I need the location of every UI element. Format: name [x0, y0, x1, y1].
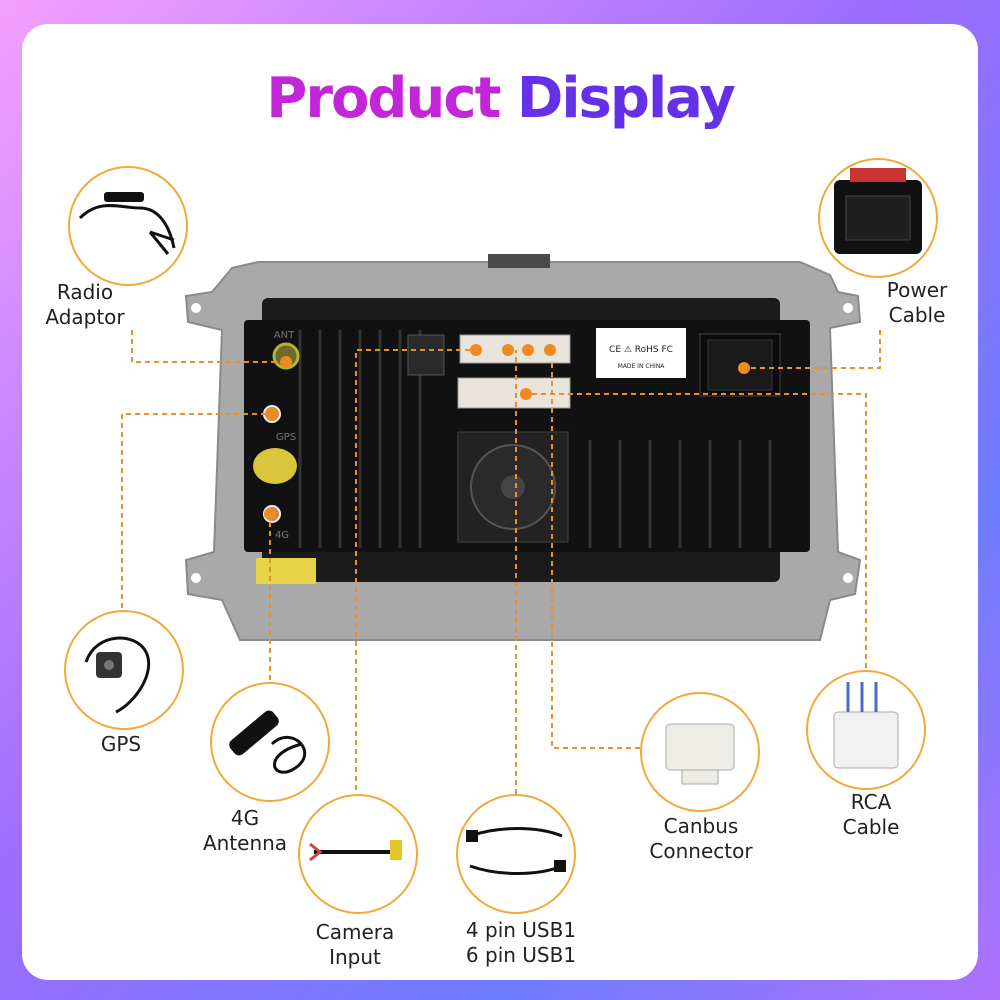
top-tab: [488, 254, 550, 268]
label-rca-cable: RCA Cable: [842, 790, 900, 839]
cert-label: [596, 328, 686, 378]
usb-cable-circle: [456, 794, 576, 914]
cert-marks: CE ⚠ RoHS FC: [609, 345, 673, 355]
label-4g-antenna: 4G Antenna: [202, 806, 288, 855]
rca-cable-circle: [806, 670, 926, 790]
label-camera-input: Camera Input: [315, 920, 395, 969]
screw-hole: [843, 303, 853, 313]
power-cable-icon: [834, 168, 922, 254]
leader-gps: [121, 413, 272, 608]
screw-hole: [191, 303, 201, 313]
screw-hole: [191, 573, 201, 583]
leader-rca: [526, 393, 867, 668]
sticker-bottom: [256, 558, 316, 584]
leader-canbus: [551, 362, 640, 749]
label-usb: 4 pin USB1 6 pin USB1: [465, 918, 577, 967]
antenna-4g-icon: [229, 710, 307, 774]
rca-cable-icon: [833, 682, 899, 769]
canbus-connector-icon: [665, 723, 735, 785]
leader-camera: [355, 349, 476, 790]
antenna-4g-circle: [210, 682, 330, 802]
made-in-text: MADE IN CHINA: [618, 363, 666, 370]
gps-antenna-icon: [84, 636, 151, 714]
marker-dot: [280, 356, 292, 368]
power-cable-circle: [818, 158, 938, 278]
usb-cable-icon: [466, 827, 566, 875]
title-word-display: Display: [516, 66, 736, 131]
label-power-cable: Power Cable: [886, 278, 948, 327]
screw-hole: [843, 573, 853, 583]
leader-power: [744, 330, 881, 369]
camera-cable-icon: [309, 840, 402, 862]
camera-input-circle: [298, 794, 418, 914]
marker-dot: [544, 344, 556, 356]
marker-dot: [502, 344, 514, 356]
label-radio-adaptor: Radio Adaptor: [45, 280, 125, 329]
page-title: Product Display: [22, 66, 978, 131]
label-gps: GPS: [100, 732, 142, 756]
radio-adaptor-circle: [68, 166, 188, 286]
camera-port: [407, 334, 445, 376]
radio-adaptor-icon: [78, 192, 176, 255]
sticker: [253, 448, 297, 484]
leader-radio: [131, 330, 286, 363]
fourg-mark: 4G: [275, 530, 289, 541]
gps-mark: GPS: [276, 432, 296, 443]
marker-dot: [522, 344, 534, 356]
canbus-connector-circle: [640, 692, 760, 812]
ant-mark: ANT: [274, 330, 295, 341]
fan-hub: [501, 475, 525, 499]
gps-circle: [64, 610, 184, 730]
label-canbus-connector: Canbus Connector: [649, 814, 753, 863]
title-word-product: Product: [266, 66, 501, 131]
